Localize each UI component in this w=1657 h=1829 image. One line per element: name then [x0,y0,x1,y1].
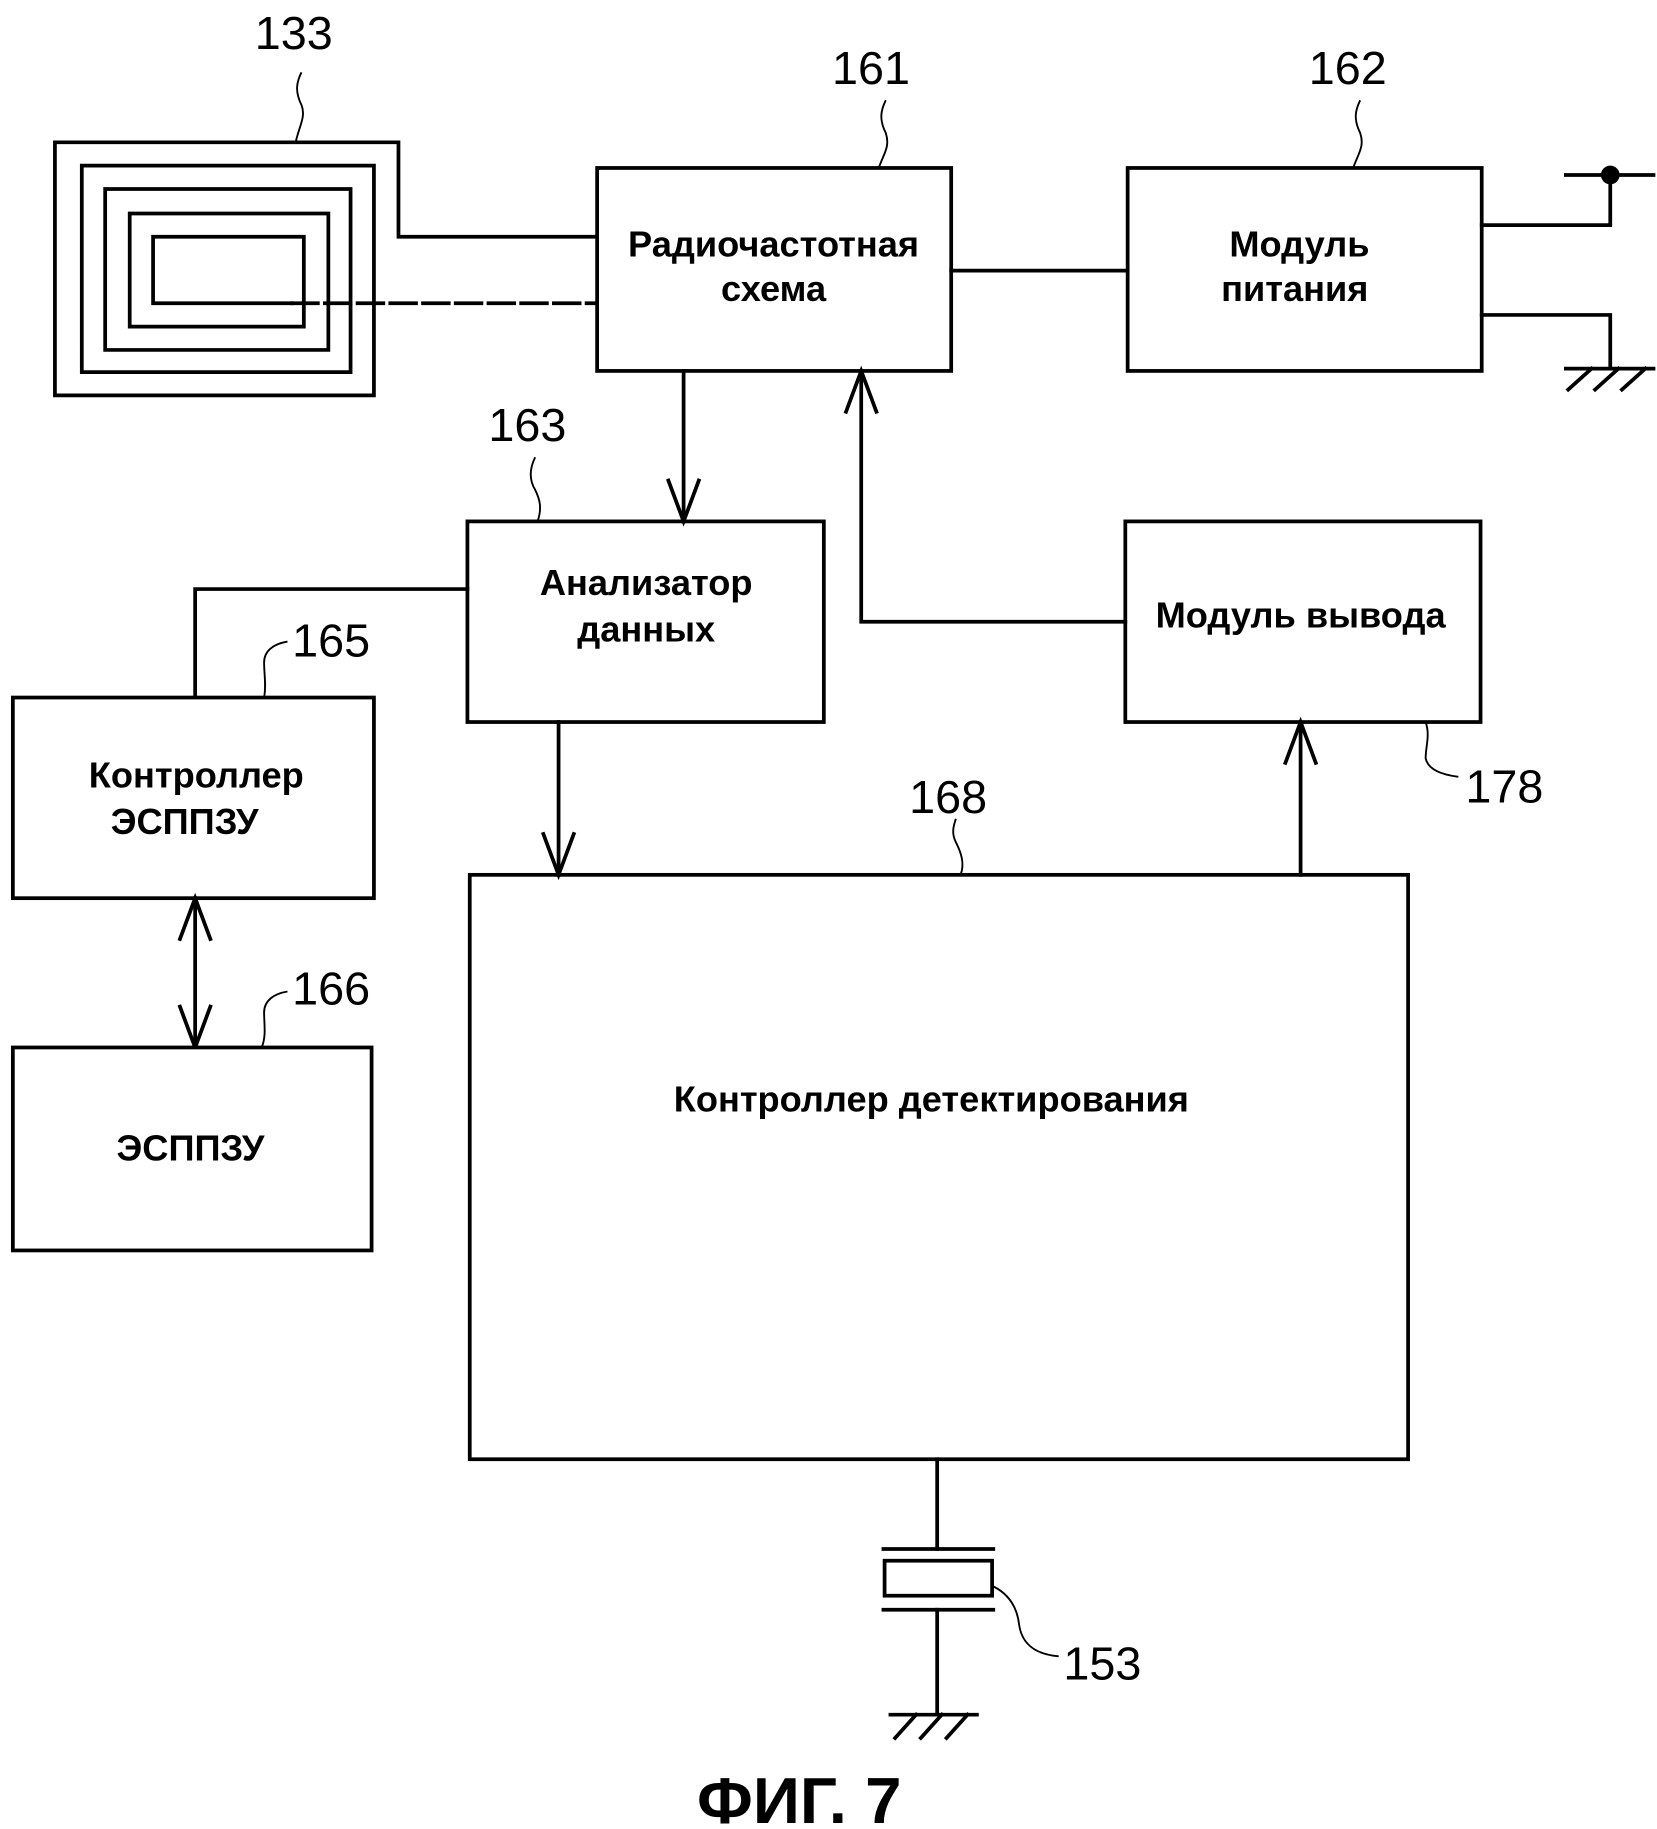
arrow-head-up-icon [1282,716,1319,766]
arrow-eeprom-bidirectional [177,892,213,1053]
data-analyzer-box [465,519,826,724]
arrow-detection-to-output [1282,716,1319,877]
eeprom-label: ЭСППЗУ [117,1128,265,1169]
ref-label-162: 162 [1309,42,1387,94]
power-module-label-line1: Модуль [1229,224,1369,265]
block-detection-controller: Контроллер детектирования 168 [467,771,1410,1462]
antenna-coil-spiral [53,140,598,398]
power-ground-wire [1479,313,1613,371]
ref-leader-161 [877,99,889,169]
ref-leader-162 [1352,99,1363,169]
arrow-head-down-icon [666,478,702,527]
data-analyzer-label-line1: Анализатор [540,562,753,603]
arrow-analyzer-to-detection [540,720,577,881]
ref-leader-166 [260,990,288,1048]
ref-leader-168 [952,818,964,876]
piezo-element: 153 [881,1457,1141,1741]
data-analyzer-label-line2: данных [577,609,715,650]
arrow-head-down-icon [540,831,577,881]
power-terminal-wire [1479,173,1613,227]
ref-label-153: 153 [1063,1638,1141,1690]
ref-label-178: 178 [1465,761,1543,813]
block-eeprom-controller: Контроллер ЭСППЗУ 165 [10,615,376,901]
output-module-label: Модуль вывода [1156,595,1447,636]
power-terminal [1479,165,1656,227]
ref-label-165: 165 [292,615,370,667]
detection-controller-label: Контроллер детектирования [674,1079,1189,1120]
antenna-coil: 133 [53,7,598,398]
detection-controller-box [467,872,1410,1462]
ref-label-166: 166 [292,962,370,1014]
block-power-module: Модуль питания 162 [1125,42,1484,373]
ref-label-161: 161 [832,42,910,94]
block-data-analyzer: Анализатор данных 163 [465,399,826,724]
arrow-head-up-icon [843,365,879,415]
rf-circuit-label-line1: Радиочастотная [628,224,919,265]
piezo-crystal-icon [882,1558,994,1598]
ground-icon [888,1712,979,1741]
ref-leader-163 [529,456,542,522]
ref-label-163: 163 [488,399,566,451]
ref-label-168: 168 [909,771,987,823]
arrow-head-up-icon [177,892,213,942]
ref-leader-133 [294,71,304,143]
power-ground [1479,313,1656,393]
arrow-rf-to-analyzer [666,369,702,527]
analyzer-to-eeprom-controller-line [193,587,470,700]
eeprom-controller-label-line2: ЭСППЗУ [111,801,259,842]
rf-circuit-label-line2: схема [721,268,827,309]
ref-label-133: 133 [255,7,333,59]
power-module-box [1125,166,1484,373]
eeprom-box [10,1045,374,1253]
power-module-label-line2: питания [1221,268,1368,309]
ground-icon [1563,365,1656,393]
arrow-output-to-rf [843,365,1128,624]
ref-leader-153 [992,1585,1059,1658]
eeprom-controller-box [10,695,376,901]
block-output-module: Модуль вывода 178 [1123,519,1543,813]
figure-title: ФИГ. 7 [697,1764,902,1829]
ref-leader-165 [263,640,288,698]
block-eeprom: ЭСППЗУ 166 [10,962,374,1253]
terminal-dot-icon [1600,165,1620,185]
eeprom-controller-label-line1: Контроллер [89,754,304,795]
ref-leader-178 [1424,721,1459,778]
block-rf-circuit: Радиочастотная схема 161 [595,42,954,373]
